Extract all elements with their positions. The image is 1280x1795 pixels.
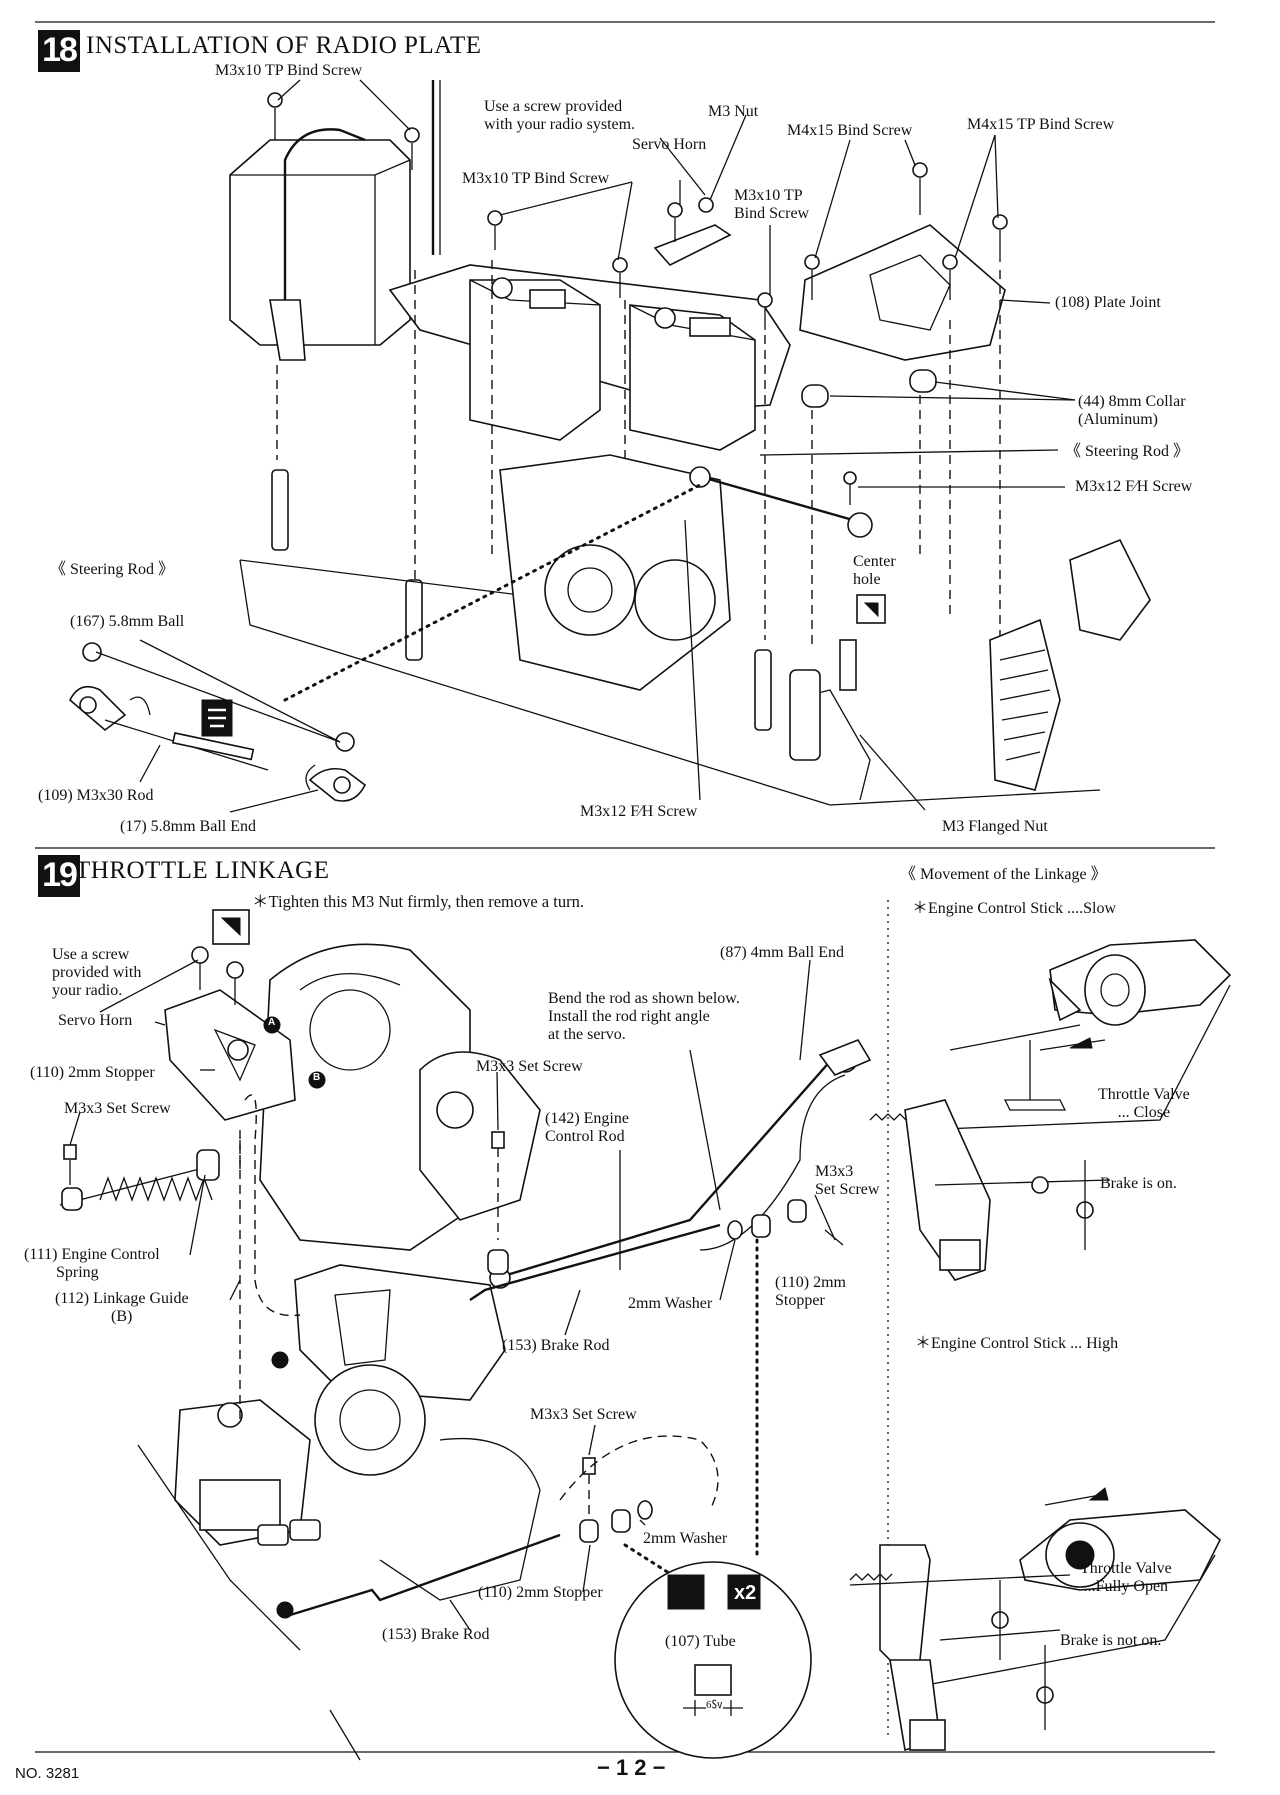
label-qty: x2 (734, 1582, 757, 1604)
label-center-hole: Center hole (853, 553, 896, 588)
label-ball-167: (167) 5.8mm Ball (70, 613, 185, 630)
movement-valve-close: Throttle Valve ... Close (1098, 1086, 1190, 1121)
label-rod-109: (109) M3x30 Rod (38, 787, 154, 804)
doc-number: NO. 3281 (15, 1765, 80, 1782)
label-m4x15-tp-bind-screw: M4x15 TP Bind Screw (967, 116, 1115, 133)
label-m3-flanged-nut: M3 Flanged Nut (942, 818, 1048, 835)
movement-slow: ＊Engine Control Stick ....Slow (912, 900, 1117, 917)
label-steering-rod-left: 《 Steering Rod 》 (50, 561, 174, 578)
step19-title: THROTTLE LINKAGE (75, 857, 330, 884)
label-set-screw-b: M3x3 Set Screw (476, 1058, 583, 1075)
label-servo-horn-19: Servo Horn (58, 1012, 133, 1029)
movement-title: 《 Movement of the Linkage 》 (900, 866, 1107, 883)
label-use-screw-radio-18: Use a screw provided with your radio sys… (484, 98, 636, 133)
movement-brake-off: Brake is not on. (1060, 1632, 1162, 1649)
step19-number: 19 (38, 855, 80, 897)
label-engine-rod-142: (142) Engine Control Rod (545, 1110, 629, 1145)
label-set-screw-d: M3x3 Set Screw (530, 1406, 637, 1423)
label-brake-rod-153-b: (153) Brake Rod (382, 1626, 490, 1643)
label-washer-b: 2mm Washer (643, 1530, 728, 1547)
label-steering-rod-right: 《 Steering Rod 》 (1065, 443, 1189, 460)
label-guide-112: (112) Linkage Guide (B) (55, 1290, 189, 1325)
movement-brake-on: Brake is on. (1100, 1175, 1177, 1192)
label-plate-joint: (108) Plate Joint (1055, 294, 1161, 311)
label-set-screw-a: M3x3 Set Screw (64, 1100, 171, 1117)
movement-valve-open: Throttle Valve ...Fully Open (1080, 1560, 1172, 1595)
label-stopper-110-c: (110) 2mm Stopper (478, 1584, 603, 1601)
label-brake-rod-153-a: (153) Brake Rod (502, 1337, 610, 1354)
label-m3-nut: M3 Nut (708, 103, 759, 120)
movement-high: ＊Engine Control Stick ... High (915, 1335, 1119, 1352)
label-servo-horn-18: Servo Horn (632, 136, 707, 153)
step18-title: INSTALLATION OF RADIO PLATE (86, 32, 482, 59)
label-set-screw-c: M3x3 Set Screw (815, 1163, 880, 1198)
step19-diagram (59, 900, 1232, 1761)
label-tube-107: (107) Tube (665, 1633, 736, 1650)
label-use-screw-radio-19: Use a screw provided with your radio. (52, 946, 142, 999)
label-stopper-110-a: (110) 2mm Stopper (30, 1064, 155, 1081)
marker-a-label: A (268, 1017, 276, 1028)
leader-lines (69, 79, 1076, 1631)
label-washer-a: 2mm Washer (628, 1295, 713, 1312)
step18-number: 18 (38, 30, 80, 72)
label-stopper-110-b: (110) 2mm Stopper (775, 1274, 846, 1309)
label-m4x15-bind-screw: M4x15 Bind Screw (787, 122, 913, 139)
label-bend-rod: Bend the rod as shown below. Install the… (548, 990, 740, 1043)
label-ball-end-87: (87) 4mm Ball End (720, 944, 844, 961)
label-m3x12-fh-screw-right: M3x12 F∕H Screw (1075, 478, 1193, 495)
label-collar: (44) 8mm Collar (Aluminum) (1078, 393, 1186, 428)
label-m3x10-tp-bind-screw-c: M3x10 TP Bind Screw (734, 187, 810, 222)
page-number: − 1 2 − (597, 1755, 666, 1780)
step18-diagram (69, 80, 1151, 806)
label-spring-111: (111) Engine Control Spring (24, 1246, 160, 1281)
label-ball-end-17: (17) 5.8mm Ball End (120, 818, 256, 835)
label-tube-dim: 6㏜ (706, 1696, 723, 1714)
label-m3x10-tp-bind-screw-a: M3x10 TP Bind Screw (215, 62, 363, 79)
label-m3x12-fh-screw-bottom: M3x12 F∕H Screw (580, 803, 698, 820)
step19-note: ＊Tighten this M3 Nut firmly, then remove… (252, 892, 584, 911)
marker-b-label: B (313, 1072, 321, 1083)
label-m3x10-tp-bind-screw-b: M3x10 TP Bind Screw (462, 170, 610, 187)
